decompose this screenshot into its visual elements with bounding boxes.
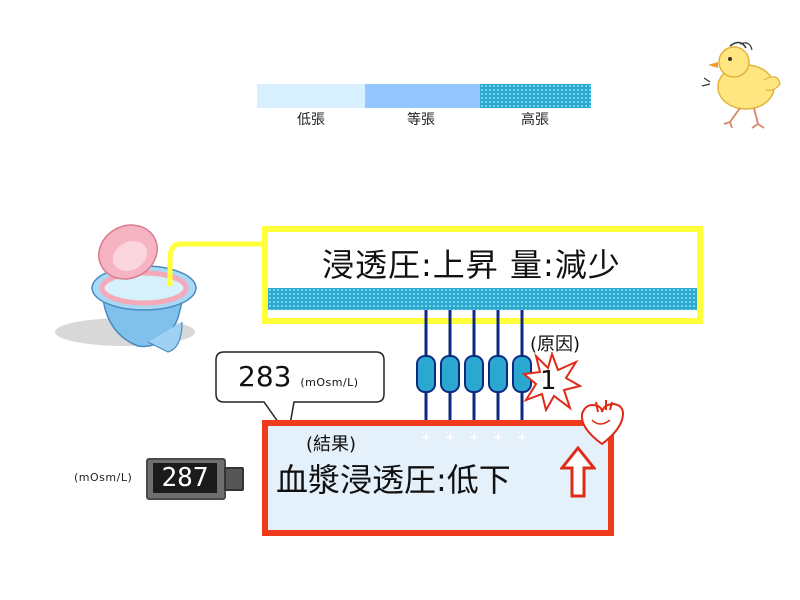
bubble-unit: (mOsm/L) <box>300 376 359 389</box>
cause-starburst <box>522 352 582 412</box>
legend-label-hypotonic: 低張 <box>297 112 325 128</box>
meter-value: 287 <box>153 463 217 493</box>
channel-1 <box>416 310 436 444</box>
legend-label-hypertonic: 高張 <box>521 112 549 128</box>
bubble-osmolality: 283 (mOsm/L) <box>238 360 359 393</box>
bubble-value: 283 <box>238 360 292 393</box>
heart-icon <box>580 400 624 446</box>
legend-swatch-isotonic <box>365 84 480 108</box>
legend-label-isotonic: 等張 <box>407 112 435 128</box>
plus-marker-2: + <box>445 430 456 444</box>
plus-marker-1: + <box>421 430 432 444</box>
cause-number: 1 <box>540 366 557 396</box>
meter-probe <box>224 467 244 491</box>
plasma-status-text: 血漿浸透圧:低下 <box>276 461 511 499</box>
cause-label: (原因) <box>530 334 581 355</box>
plus-marker-5: + <box>517 430 528 444</box>
result-label: (結果) <box>306 434 357 455</box>
urine-pipe <box>167 241 264 286</box>
up-arrow-icon <box>560 446 596 498</box>
legend-swatch-hypotonic <box>257 84 365 108</box>
plus-marker-4: + <box>493 430 504 444</box>
toilet-icon <box>55 224 197 353</box>
urine-status-text: 浸透圧:上昇 量:減少 <box>322 246 621 284</box>
speech-bubble <box>215 351 385 438</box>
meter-unit: (mOsm/L) <box>74 471 133 484</box>
plus-marker-3: + <box>469 430 480 444</box>
plasma-box <box>262 420 614 536</box>
urine-hypertonic-band <box>268 288 697 310</box>
chick-icon <box>701 41 781 129</box>
legend-swatch-hypertonic <box>480 84 591 108</box>
